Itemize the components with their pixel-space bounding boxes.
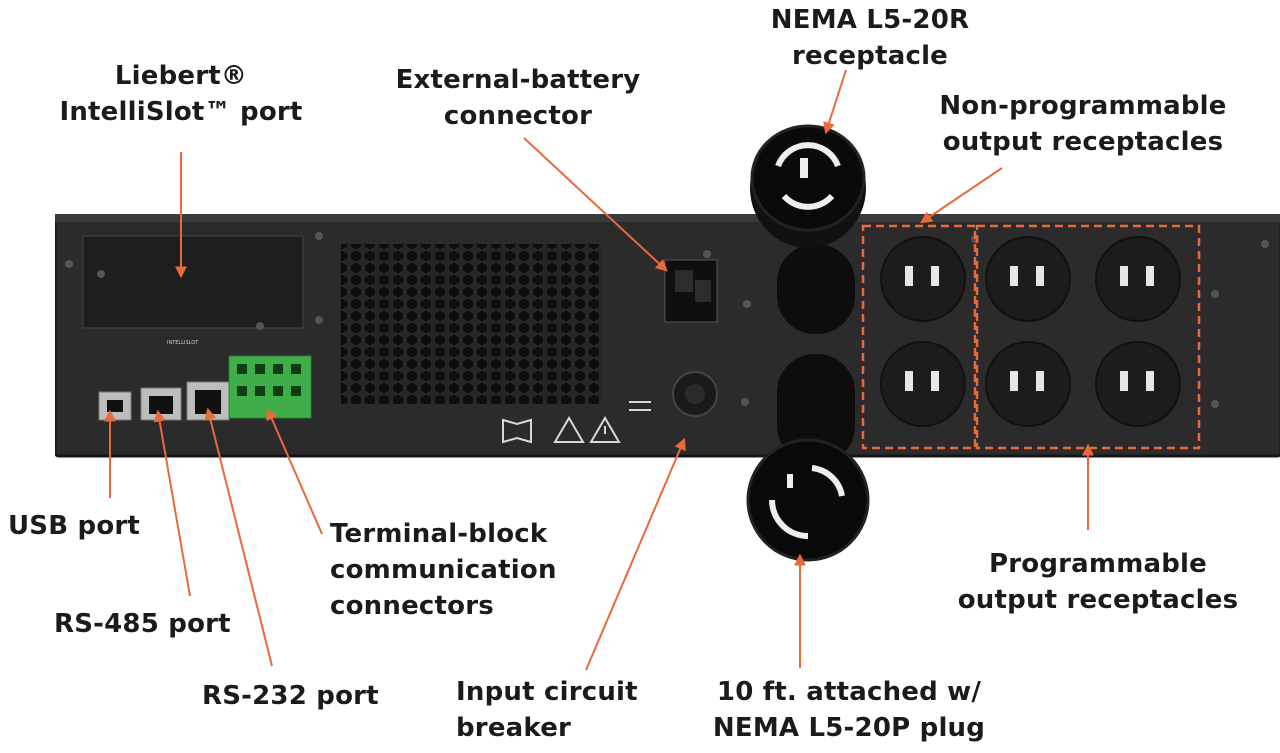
arrow-non-programmable xyxy=(920,167,1003,224)
cable-lower xyxy=(777,354,855,464)
arrow-nema-receptacle xyxy=(823,69,847,135)
ups-rear-panel: INTELLISLOT xyxy=(53,214,1280,464)
label-rs485: RS-485 port xyxy=(54,609,231,639)
label-external-battery: External-battery connector xyxy=(395,65,641,131)
arrow-external-battery xyxy=(523,137,668,272)
cable-upper xyxy=(777,244,855,334)
upgrade-arrows-icon xyxy=(629,401,651,411)
arrow-terminal-block xyxy=(266,407,323,535)
nema-l5-20r-receptacle xyxy=(750,124,866,248)
programmable-outline xyxy=(975,224,1201,450)
arrow-rs232 xyxy=(204,407,273,667)
outlets xyxy=(880,236,1181,427)
label-input-breaker: Input circuit breaker xyxy=(456,677,638,743)
screws xyxy=(65,232,1269,408)
label-rs232: RS-232 port xyxy=(202,681,379,711)
label-nema-receptacle: NEMA L5-20R receptacle xyxy=(770,5,970,71)
non-programmable-outline xyxy=(861,224,977,450)
intellislot-cover xyxy=(82,235,304,329)
warning-icons xyxy=(502,416,621,444)
label-usb: USB port xyxy=(8,511,141,541)
label-attached-plug: 10 ft. attached w/ NEMA L5-20P plug xyxy=(712,677,986,743)
ups-panel-drawing: INTELLISLOT xyxy=(53,214,1280,464)
label-programmable: Programmable output receptacles xyxy=(957,549,1239,615)
cooling-vent xyxy=(341,244,601,404)
arrow-rs485 xyxy=(153,409,191,597)
chassis-top-edge xyxy=(55,214,1280,222)
arrow-input-breaker xyxy=(585,437,686,671)
label-intellislot: Liebert® IntelliSlot™ port xyxy=(59,61,303,127)
nema-l5-20p-plug xyxy=(746,438,870,562)
intellislot-silkscreen: INTELLISLOT xyxy=(167,340,199,346)
label-terminal-block: Terminal-block communication connectors xyxy=(330,519,557,621)
label-non-programmable: Non-programmable output receptacles xyxy=(939,91,1227,157)
